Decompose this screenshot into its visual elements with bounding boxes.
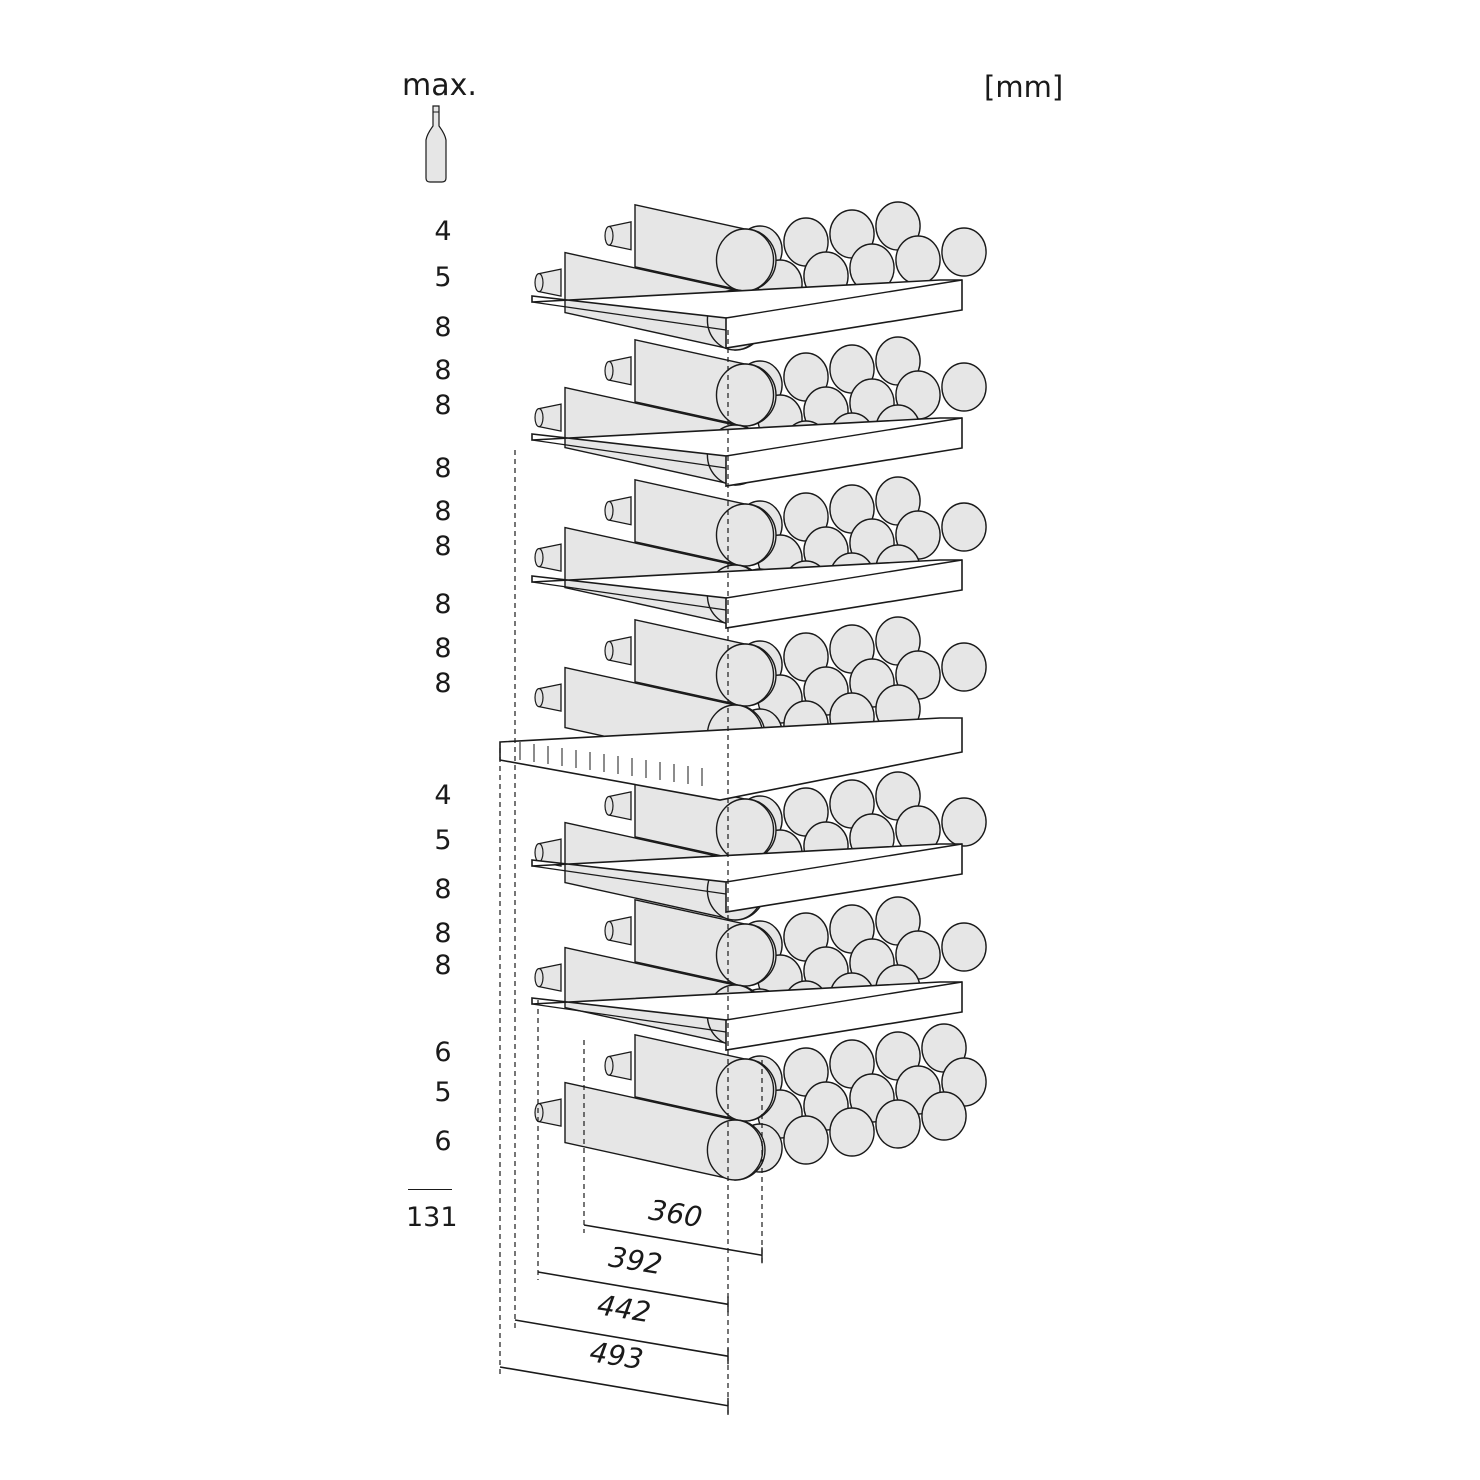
dimension-line <box>537 1271 729 1306</box>
bottle-cap <box>534 547 544 568</box>
bottle-cap <box>604 360 614 381</box>
bottle-cap <box>604 640 614 661</box>
bottle-cap <box>534 687 544 708</box>
bottle-end <box>895 235 941 285</box>
bottle-cap <box>604 795 614 816</box>
count-shelf-2: 5 <box>434 262 452 293</box>
bottle-end <box>941 642 987 692</box>
bottle-end <box>829 1107 875 1157</box>
bottle-cap <box>534 1102 544 1123</box>
count-shelf-5: 8 <box>434 390 452 421</box>
shelf-edge <box>725 843 963 883</box>
total-count: 131 <box>406 1202 458 1233</box>
shelf-rail <box>531 301 727 331</box>
count-shelf-3: 8 <box>434 312 452 343</box>
count-shelf-19: 6 <box>434 1126 452 1157</box>
bottle-base <box>715 228 775 292</box>
bottle-base <box>715 503 775 567</box>
count-shelf-13: 5 <box>434 825 452 856</box>
bottle-end <box>941 797 987 847</box>
bottle-end <box>941 362 987 412</box>
bottle-base <box>715 643 775 707</box>
total-rule <box>408 1189 452 1190</box>
dimension-line <box>514 1319 729 1357</box>
dimension-line <box>499 1366 729 1407</box>
unit-label: [mm] <box>984 70 1064 104</box>
bottle-cap <box>534 408 544 428</box>
max-label: max. <box>402 68 477 103</box>
dimension-label: 442 <box>595 1288 653 1329</box>
count-shelf-6: 8 <box>434 453 452 484</box>
count-shelf-8: 8 <box>434 531 452 562</box>
count-shelf-14: 8 <box>434 874 452 905</box>
count-shelf-15: 8 <box>434 918 452 949</box>
count-shelf-4: 8 <box>434 355 452 386</box>
shelf-edge <box>725 559 963 599</box>
shelf-edge <box>725 417 963 457</box>
bottle-cap <box>604 920 614 941</box>
bottle-end <box>941 922 987 972</box>
shelf-rail <box>531 1003 727 1033</box>
bottle-count-column: 4 5 8 8 8 8 8 8 8 8 8 4 5 8 8 8 6 5 6 <box>418 0 468 1480</box>
shelf-edge <box>725 279 963 319</box>
shelf-rail <box>531 865 727 895</box>
bottle-end <box>941 502 987 552</box>
shelf-edge <box>725 981 963 1021</box>
dimension-label: 360 <box>647 1193 705 1234</box>
bottle-cap <box>534 273 544 293</box>
count-shelf-9: 8 <box>434 589 452 620</box>
bottle-end <box>875 1099 921 1149</box>
shelf-rail <box>531 439 727 469</box>
bottle-end <box>941 227 987 277</box>
count-shelf-10: 8 <box>434 633 452 664</box>
bottle-base <box>715 1058 775 1122</box>
bottle-base <box>706 1119 764 1181</box>
count-shelf-11: 8 <box>434 668 452 699</box>
count-shelf-7: 8 <box>434 496 452 527</box>
bottle-cap <box>604 500 614 521</box>
bottle-end <box>921 1091 967 1141</box>
dimension-line <box>583 1224 763 1257</box>
bottle-end <box>783 1115 829 1165</box>
shelves-layer <box>499 279 963 1051</box>
count-shelf-16: 8 <box>434 950 452 981</box>
count-shelf-12: 4 <box>434 780 452 811</box>
count-shelf-17: 6 <box>434 1037 452 1068</box>
bottle-base <box>715 363 775 427</box>
bottle-cap <box>534 967 544 988</box>
bottle-base <box>715 798 775 862</box>
dimension-label: 392 <box>607 1240 665 1281</box>
bottle-cap <box>534 842 544 863</box>
bottle-cap <box>604 225 614 246</box>
count-shelf-1: 4 <box>434 216 452 247</box>
bottle-base <box>715 923 775 987</box>
dimension-label: 493 <box>588 1335 646 1376</box>
bottle-cap <box>604 1055 614 1076</box>
shelf-rail <box>531 581 727 611</box>
count-shelf-18: 5 <box>434 1077 452 1108</box>
wine-bottle-icon <box>425 105 447 183</box>
